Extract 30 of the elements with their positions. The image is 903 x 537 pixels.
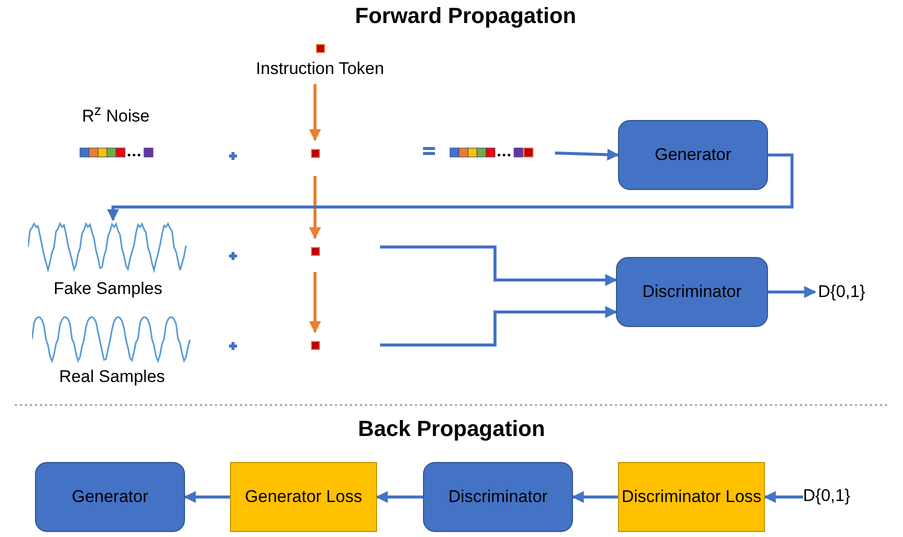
token-icon [311,149,320,158]
arrow [554,148,620,161]
token-icon [311,341,320,350]
process-box: Discriminator [423,462,573,532]
arrow [768,286,816,298]
process-box: Discriminator [616,257,768,327]
arrow [764,491,803,503]
arrow [572,491,618,503]
loss-box: Generator Loss [230,462,377,532]
arrow [309,176,321,240]
token-label: Instruction Token [254,59,386,79]
arrow [380,246,618,286]
output-label: D{0,1} [803,486,873,508]
loss-box: Discriminator Loss [618,462,765,532]
arrow [107,154,794,222]
arrow [380,306,618,346]
sample-label: Real Samples [58,367,166,387]
token-sequence-icon [450,147,535,158]
sample-label: Fake Samples [52,279,164,299]
token-icon [311,247,320,256]
noise-label: R$^{z}$ Noise [82,103,150,127]
output-label: D{0,1} [818,282,880,304]
process-box: Generator [618,120,768,190]
section-heading: Back Propagation [358,416,546,442]
arrow [309,84,321,142]
diagram-title: Forward Propagation [355,3,576,29]
arrow [376,491,423,503]
arrow [309,272,321,334]
process-box: Generator [35,462,185,532]
arrow [184,491,230,503]
